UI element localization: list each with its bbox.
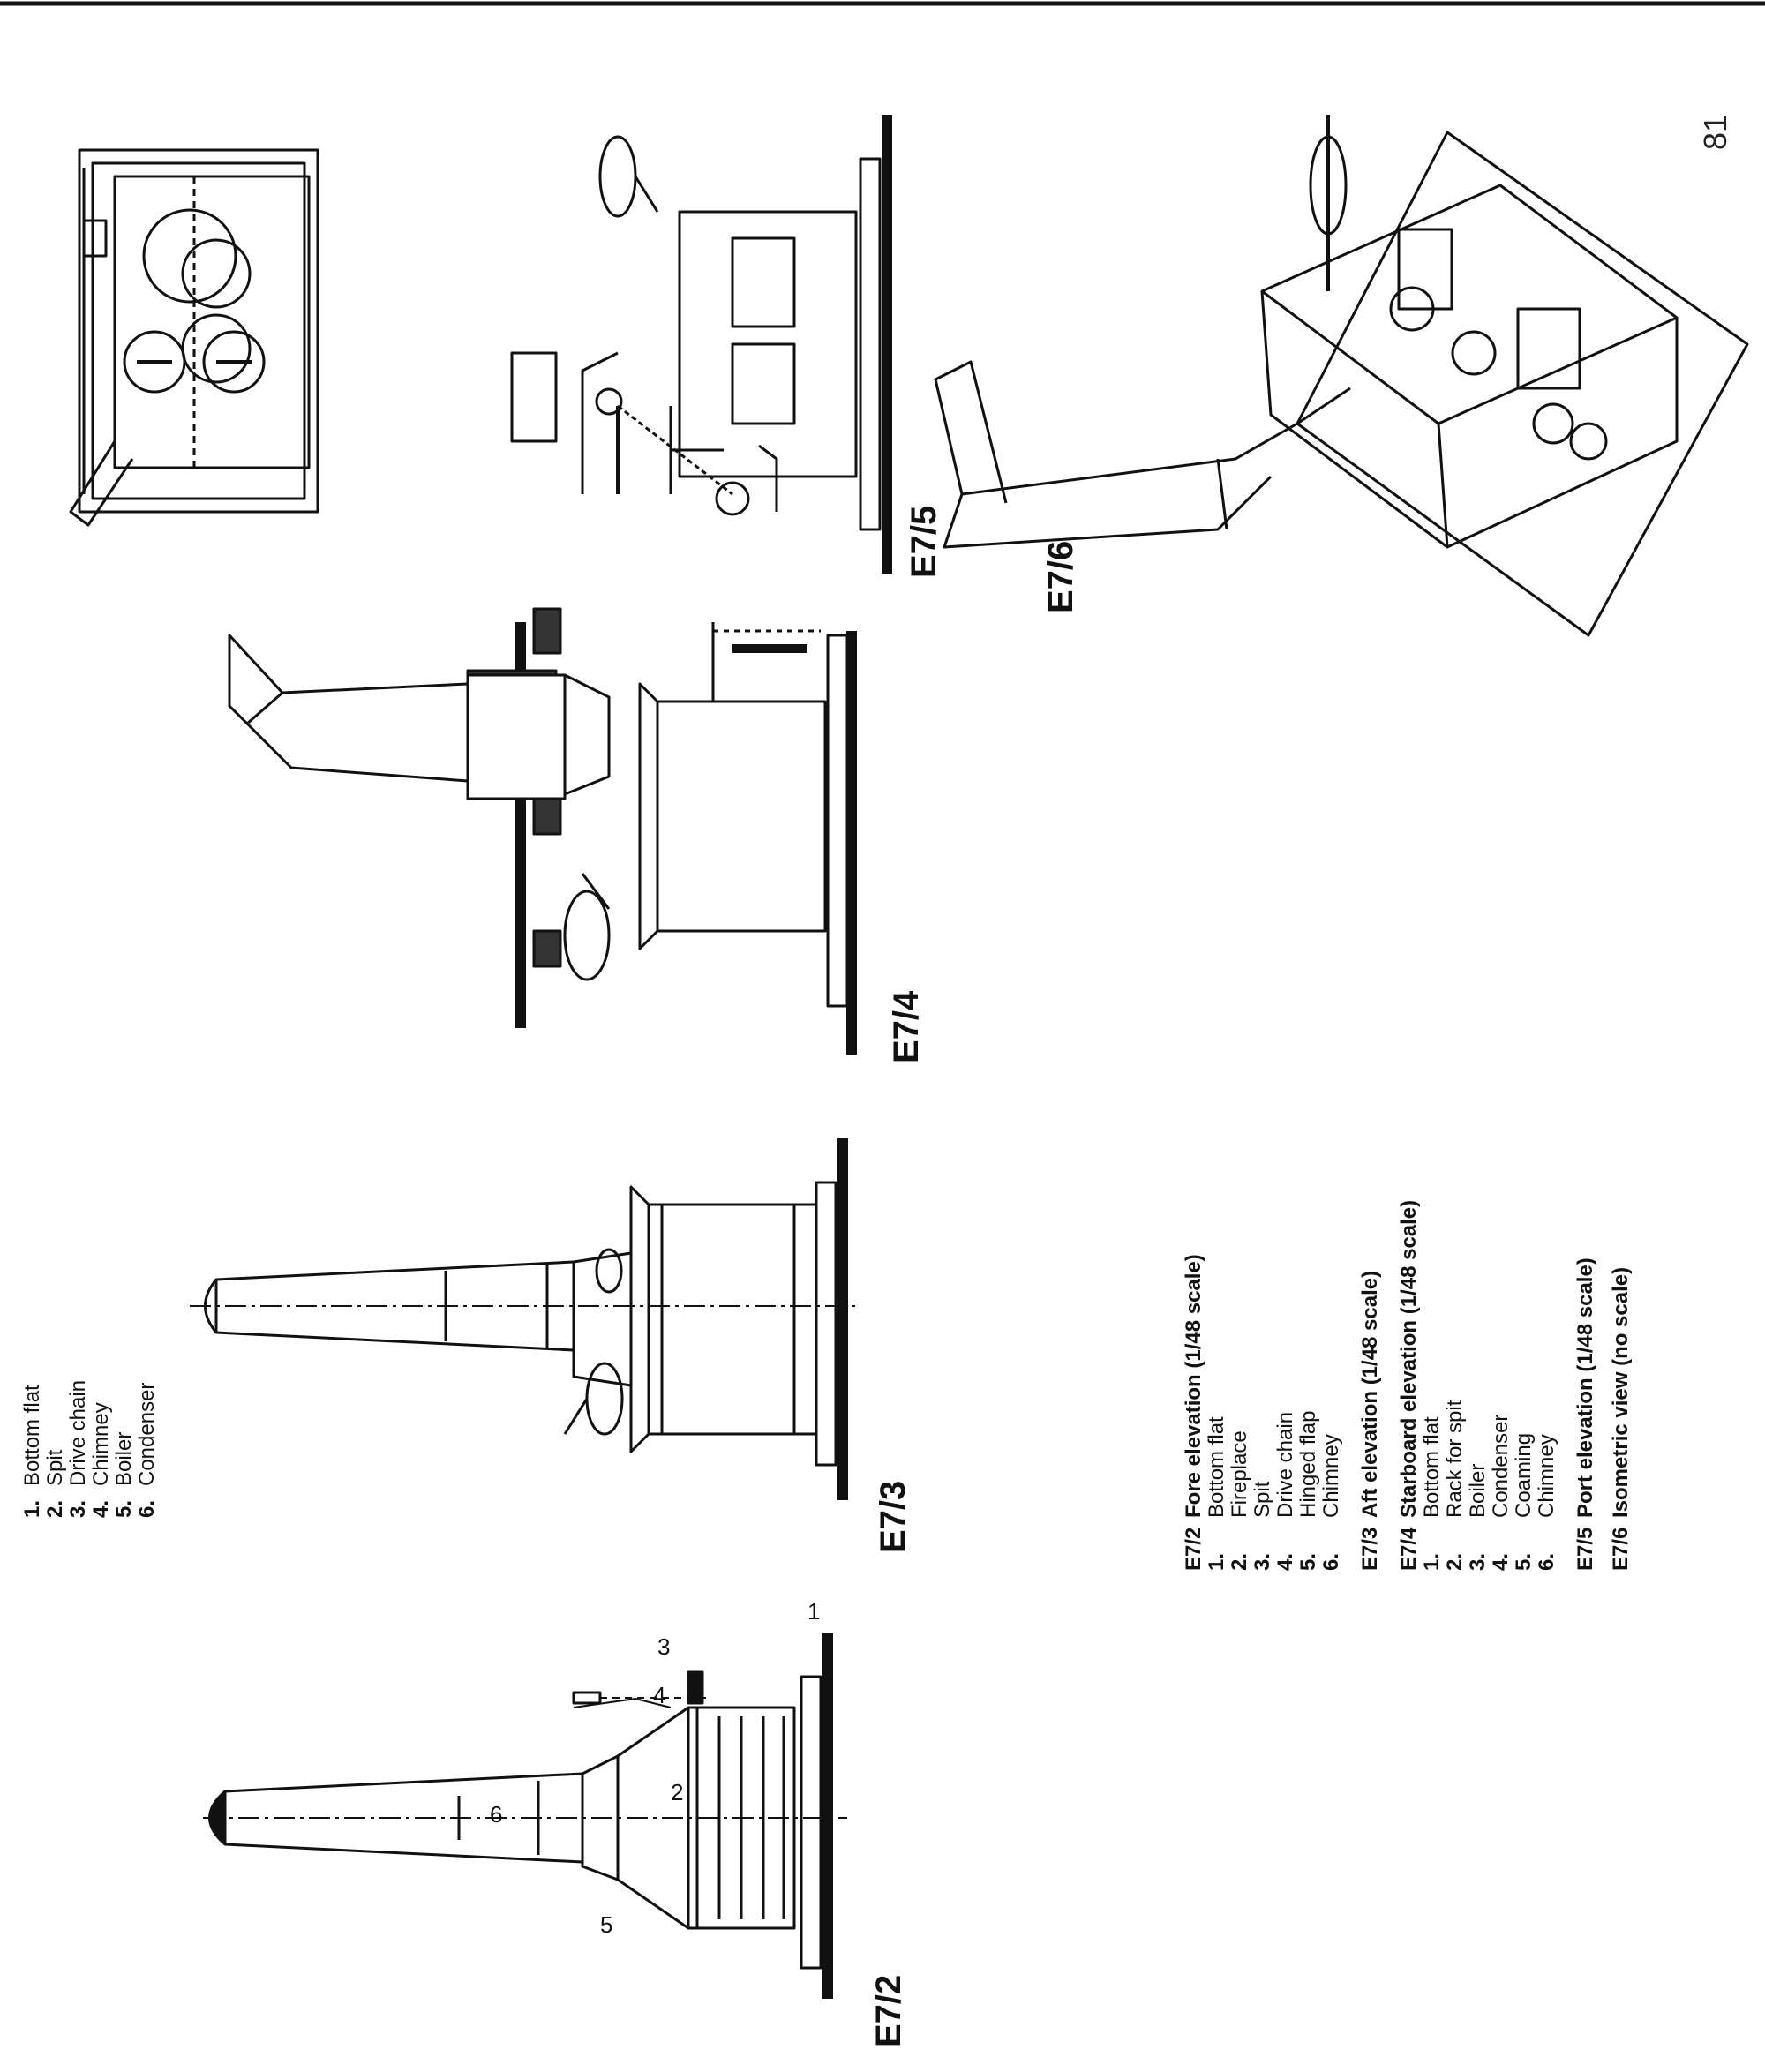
- callout-5: 5: [600, 1911, 612, 1938]
- plan-view-drawing: [69, 148, 319, 527]
- callouts: 1 2 3 4 5 6: [490, 1598, 820, 1938]
- aft-elevation-drawing: [190, 1138, 856, 1500]
- fore-elevation-drawing: [203, 1633, 847, 1999]
- starboard-elevation-drawing: [228, 607, 857, 1055]
- callout-4: 4: [653, 1682, 665, 1708]
- callout-6: 6: [490, 1801, 502, 1828]
- isometric-view-drawing: [934, 115, 1749, 637]
- callout-1: 1: [807, 1598, 820, 1625]
- callout-3: 3: [657, 1633, 670, 1660]
- port-elevation-drawing: [510, 115, 892, 574]
- top-rule: [0, 1, 1765, 6]
- callout-2: 2: [671, 1779, 683, 1805]
